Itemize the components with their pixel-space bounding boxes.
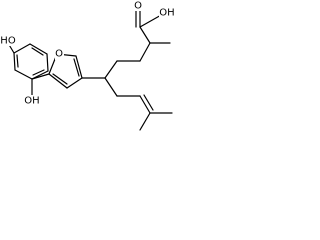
- furan-oxygen-text: O: [55, 49, 63, 60]
- carboxyl-hydroxyl-text: OH: [159, 8, 174, 19]
- bond-furan-c5-c4: [48, 73, 68, 89]
- phenol-hydroxyl-top-text: HO: [0, 36, 16, 47]
- bond-furan-inner-a: [73, 58, 80, 77]
- chemical-structure: O OH O HO OH: [0, 1, 175, 131]
- bond-ch-to-ch2c: [104, 77, 118, 97]
- bond-ring-3: [13, 43, 31, 54]
- carboxyl-oxygen-text: O: [134, 1, 142, 12]
- bond-acid-to-ch: [139, 26, 151, 44]
- phenol-hydroxyl-bottom-text: OH: [24, 96, 39, 107]
- carboxyl-oxygen-label: O: [134, 1, 142, 12]
- furan-oxygen-label: O: [55, 49, 64, 60]
- bond-ring-inner-b: [31, 47, 44, 56]
- bond-ring-4: [29, 43, 48, 55]
- bond-ch2b-to-ch: [104, 60, 118, 79]
- phenol-hydroxyl-top-label: HO: [0, 35, 16, 47]
- bond-gem-methyl-b: [139, 112, 151, 131]
- bond-ring-1: [14, 69, 33, 80]
- bond-furan-c3-c2: [75, 55, 83, 79]
- bond-lines: [7, 8, 173, 131]
- bond-furan-inner-b: [52, 73, 68, 85]
- bond-ch-to-ch2a: [139, 42, 151, 62]
- bond-alkene-double-b: [143, 94, 154, 111]
- carboxyl-hydroxyl-label: OH: [159, 7, 175, 19]
- bond-ring-2: [13, 52, 16, 71]
- bond-furan-c4-c3: [66, 77, 83, 89]
- bond-ring-inner-c: [32, 69, 45, 76]
- bond-ring-inner-a: [16, 54, 19, 68]
- bond-ring-5: [46, 53, 49, 72]
- bond-ring-6: [31, 70, 49, 80]
- bond-alkene-double-a: [139, 95, 151, 114]
- phenol-hydroxyl-bottom-label: OH: [24, 95, 40, 107]
